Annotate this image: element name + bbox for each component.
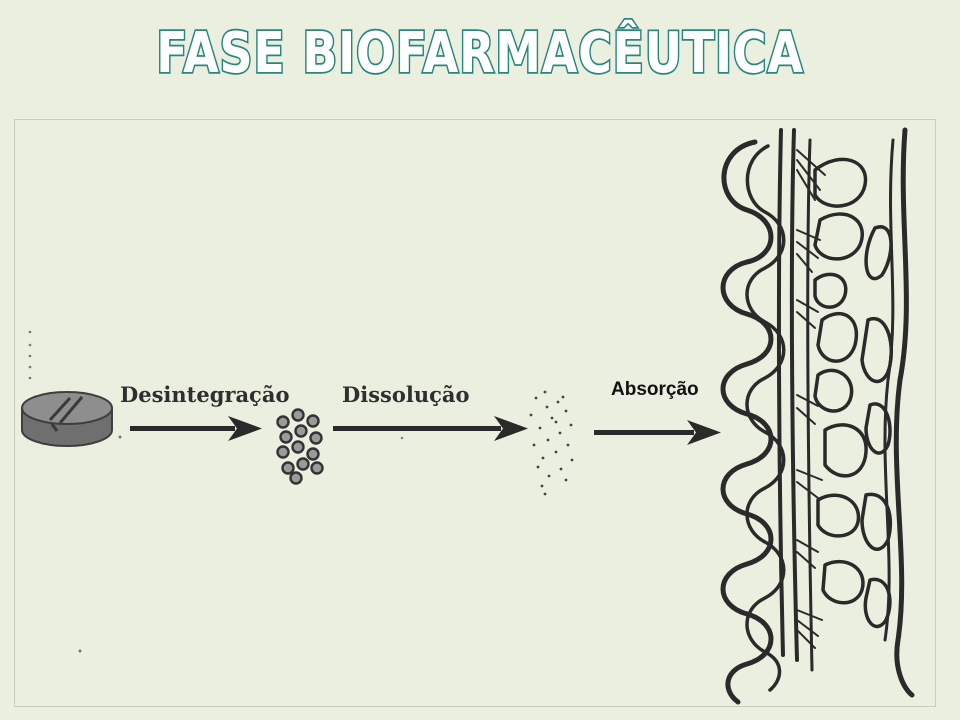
tablet-icon (21, 391, 113, 447)
arrow-3 (594, 420, 721, 445)
arrow-1 (130, 416, 262, 441)
disintegration-label: Desintegração (120, 382, 289, 407)
slide-title: FASE BIOFARMACÊUTICA (155, 18, 805, 86)
absorption-label: Absorção (607, 379, 703, 401)
arrow-2 (333, 416, 528, 441)
membrane-line-3 (806, 138, 814, 672)
dissolved-particles (529, 390, 574, 496)
membrane-line-1 (776, 128, 785, 657)
dissolution-label: Dissolução (342, 382, 470, 407)
diagram-frame (14, 119, 936, 707)
villi-inner-wave (745, 144, 786, 692)
right-wall-inner (883, 138, 895, 642)
membrane-line-2 (789, 128, 799, 662)
granules-icon (276, 408, 324, 485)
title-text: FASE BIOFARMACÊUTICA (156, 20, 804, 86)
intestinal-wall-icon (720, 127, 915, 705)
specks (28, 330, 404, 653)
villi-outer-wave (720, 139, 774, 705)
right-wall (893, 127, 915, 698)
